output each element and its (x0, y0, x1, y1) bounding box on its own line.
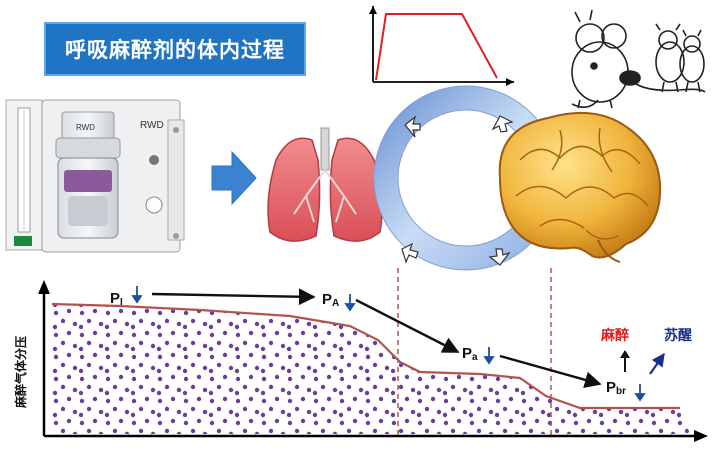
brain-icon (498, 111, 662, 263)
flow-arrow-icon (401, 242, 419, 264)
outcome-awaken: 苏醒 (664, 327, 692, 344)
mice-illustration (571, 9, 706, 109)
transfer-arrow (355, 298, 460, 354)
port-icon (145, 196, 163, 214)
stage-label-brain: Pbr (606, 379, 626, 397)
flow-arrow-icon (491, 115, 514, 133)
title-banner: 呼吸麻醉剂的体内过程 (44, 22, 306, 76)
flow-arrow-icon (404, 115, 421, 138)
device-brand-label: RWD (140, 120, 164, 131)
y-axis-label: 麻醉气体分压 (13, 336, 28, 409)
outcome-anesthesia: 麻醉 (600, 327, 629, 344)
flow-arrow-icon (488, 248, 511, 266)
transfer-arrow (499, 354, 602, 389)
control-knob-icon (149, 155, 159, 165)
stage-label-alveolar: PA (322, 291, 339, 309)
transfer-arrow (151, 288, 316, 306)
pressure-curve (51, 302, 680, 410)
power-switch-icon (14, 236, 32, 246)
partial-pressure-chart: PI PA Pa Pbr 麻醉 苏醒 麻醉气体分压 (13, 268, 708, 442)
page-title: 呼吸麻醉剂的体内过程 (65, 38, 285, 62)
flow-arrow-icon (211, 150, 257, 206)
induction-curve-inset (369, 6, 514, 86)
stage-label-inspired: PI (110, 290, 123, 308)
stage-label-arterial: Pa (462, 345, 478, 363)
anesthesia-machine: RWD RWD (5, 99, 185, 253)
vaporizer-brand-label: RWD (76, 123, 95, 132)
lungs-icon (267, 127, 383, 242)
